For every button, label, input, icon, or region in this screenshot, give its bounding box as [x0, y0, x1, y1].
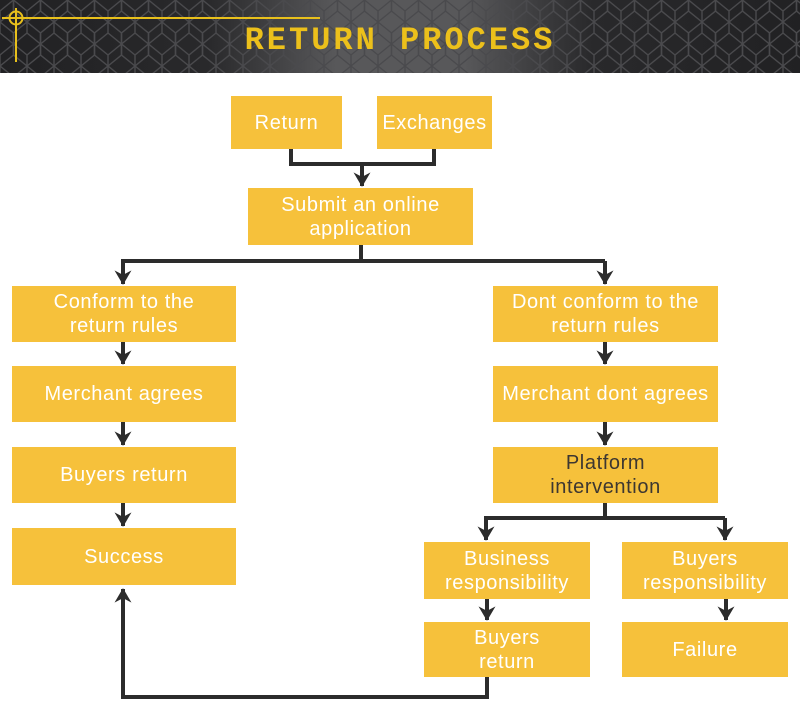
node-buyers-return: Buyers return: [12, 447, 236, 503]
node-conform-rules: Conform to the return rules: [12, 286, 236, 342]
node-merchant-dont-agrees: Merchant dont agrees: [493, 366, 718, 422]
hex-mesh-pattern: [0, 0, 800, 73]
node-buyers-responsibility: Buyers responsibility: [622, 542, 788, 599]
node-platform-intervention: Platform intervention: [493, 447, 718, 503]
node-exchanges: Exchanges: [377, 96, 492, 149]
header-background: [0, 0, 800, 73]
page-title: RETURN PROCESS: [244, 22, 556, 59]
node-business-responsibility: Business responsibility: [424, 542, 590, 599]
node-buyers-return-bottom: Buyers return: [424, 622, 590, 677]
header-banner: RETURN PROCESS: [0, 0, 800, 73]
node-return: Return: [231, 96, 342, 149]
crosshair-icon: [2, 8, 320, 62]
node-failure: Failure: [622, 622, 788, 677]
edge-merge-return-exchanges: [289, 149, 436, 166]
edge-feedback-to-success: [114, 588, 489, 699]
node-merchant-agrees: Merchant agrees: [12, 366, 236, 422]
node-submit-application: Submit an online application: [248, 188, 473, 245]
node-dont-conform-rules: Dont conform to the return rules: [493, 286, 718, 342]
node-success: Success: [12, 528, 236, 585]
